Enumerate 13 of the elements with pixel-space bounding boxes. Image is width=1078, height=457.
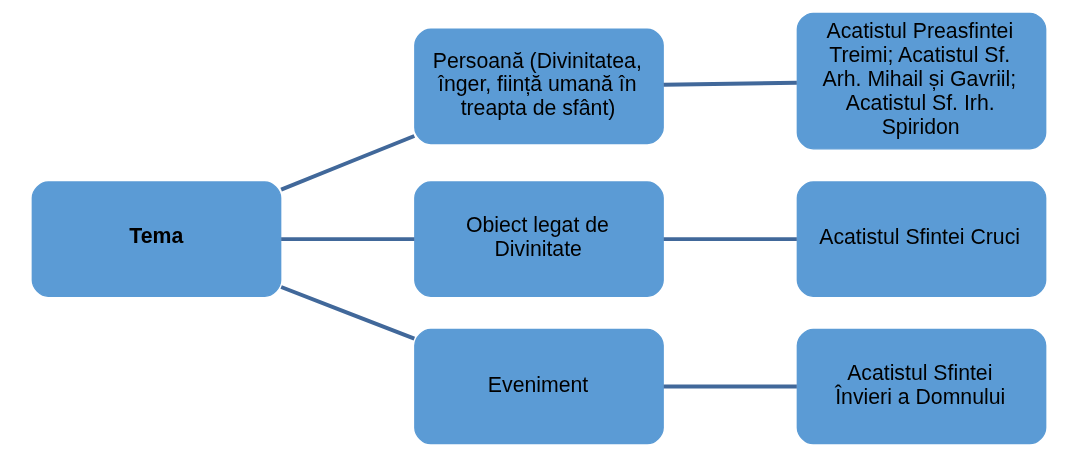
- node-box: Tema: [31, 181, 282, 297]
- node-box: Acatistul Preasfintei Treimi; Acatistul Sf. Arh. Mihail și Gavriil; Acatistul Sf. Irh. Spiridon: [796, 12, 1047, 150]
- connector: [663, 80, 797, 87]
- connector: [281, 237, 415, 242]
- node-box: Acatistul Sfintei Învieri a Domnului: [796, 328, 1047, 445]
- node-box: Obiect legat de Divinitate: [414, 181, 664, 297]
- node-box: Acatistul Sfintei Cruci: [796, 181, 1047, 297]
- node-box: Eveniment: [414, 328, 664, 445]
- connector: [663, 384, 797, 389]
- connector: [280, 134, 416, 192]
- node-box: Persoană (Divinitatea, înger, ființă umană în treapta de sfânt): [414, 28, 664, 145]
- connector: [663, 237, 797, 242]
- connector: [280, 285, 416, 341]
